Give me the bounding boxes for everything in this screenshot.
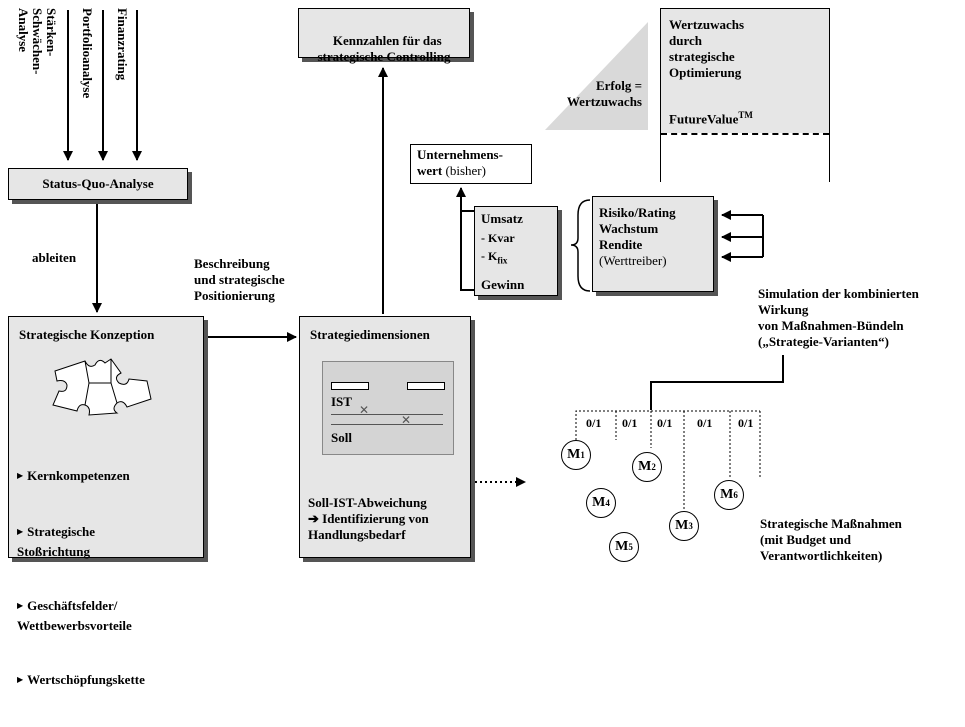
kfix-label: - Kfix bbox=[481, 249, 508, 266]
item-wertschoepfung: Wertschöpfungskette bbox=[17, 671, 145, 691]
simulation-label: Simulation der kombinierten Wirkung von … bbox=[758, 286, 919, 349]
ist-marker: ✕ bbox=[359, 403, 370, 417]
option-4: 0/1 bbox=[697, 416, 713, 430]
erfolg-label: Erfolg = Wertzuwachs bbox=[566, 78, 642, 109]
item-kernkompetenzen: Kernkompetenzen bbox=[17, 467, 145, 487]
kvar-label: - Kvar bbox=[481, 231, 515, 245]
werttreiber-note: (Werttreiber) bbox=[599, 253, 667, 268]
konzeption-box: Strategische Konzeption Kernkompetenzen … bbox=[8, 316, 204, 687]
gewinn-label: Gewinn bbox=[481, 277, 525, 292]
status-quo-label: Status-Quo-Analyse bbox=[42, 176, 154, 191]
ist-soll-panel: IST ✕ ✕ Soll bbox=[322, 361, 454, 455]
konzeption-title: Strategische Konzeption bbox=[19, 327, 155, 342]
futurevalue-label: FutureValueTM bbox=[669, 110, 753, 127]
kennzahlen-box: Kennzahlen für das strategische Controll… bbox=[298, 8, 470, 64]
status-quo-box: Status-Quo-Analyse bbox=[8, 168, 188, 200]
item-geschaeftsfelder: Geschäftsfelder/ Wettbewerbsvorteile bbox=[17, 597, 145, 635]
puzzle-icon bbox=[52, 358, 152, 416]
input-swot: Stärken- Schwächen- Analyse bbox=[16, 8, 59, 75]
brace bbox=[570, 199, 591, 292]
werttreiber-risiko: Risiko/Rating bbox=[599, 205, 676, 220]
option-3: 0/1 bbox=[657, 416, 673, 430]
item-stossrichtung: Strategische Stoßrichtung bbox=[17, 523, 145, 561]
ableiten-label: ableiten bbox=[32, 250, 77, 265]
soll-label: Soll bbox=[331, 430, 352, 445]
umsatz-title: Umsatz bbox=[481, 211, 523, 226]
arrow-unternehmenswert bbox=[460, 210, 474, 291]
konzeption-list: Kernkompetenzen Strategische Stoßrichtun… bbox=[17, 431, 145, 727]
werttreiber-rendite: Rendite bbox=[599, 237, 643, 252]
ist-label: IST bbox=[331, 394, 352, 409]
beschreibung-label: Beschreibung und strategische Positionie… bbox=[194, 256, 285, 303]
option-1: 0/1 bbox=[586, 416, 602, 430]
dimensionen-title: Strategiedimensionen bbox=[310, 327, 430, 342]
dimensionen-footer: Soll-IST-Abweichung ➔ Identifizierung vo… bbox=[308, 495, 429, 542]
massnahmen-caption: Strategische Maßnahmen (mit Budget und V… bbox=[760, 516, 902, 563]
success-triangle bbox=[545, 22, 648, 130]
unternehmenswert-box: Unternehmens- wert (bisher) bbox=[410, 144, 532, 184]
kennzahlen-label: Kennzahlen für das strategische Controll… bbox=[317, 33, 451, 64]
input-rating: Finanzrating bbox=[115, 8, 130, 81]
option-5: 0/1 bbox=[738, 416, 754, 430]
dimensionen-box: Strategiedimensionen IST ✕ ✕ Soll Soll-I… bbox=[299, 316, 471, 558]
umsatz-box: Umsatz - Kvar - Kfix Gewinn bbox=[474, 206, 558, 296]
werttreiber-box: Risiko/Rating Wachstum Rendite (Werttrei… bbox=[592, 196, 714, 292]
option-2: 0/1 bbox=[622, 416, 638, 430]
wertzuwachs-title: Wertzuwachs durch strategische Optimieru… bbox=[669, 17, 745, 80]
connectors bbox=[63, 10, 784, 510]
werttreiber-wachstum: Wachstum bbox=[599, 221, 659, 236]
soll-marker: ✕ bbox=[401, 413, 412, 427]
wertzuwachs-box: Wertzuwachs durch strategische Optimieru… bbox=[660, 8, 830, 185]
input-portfolio: Portfolioanalyse bbox=[80, 8, 95, 99]
